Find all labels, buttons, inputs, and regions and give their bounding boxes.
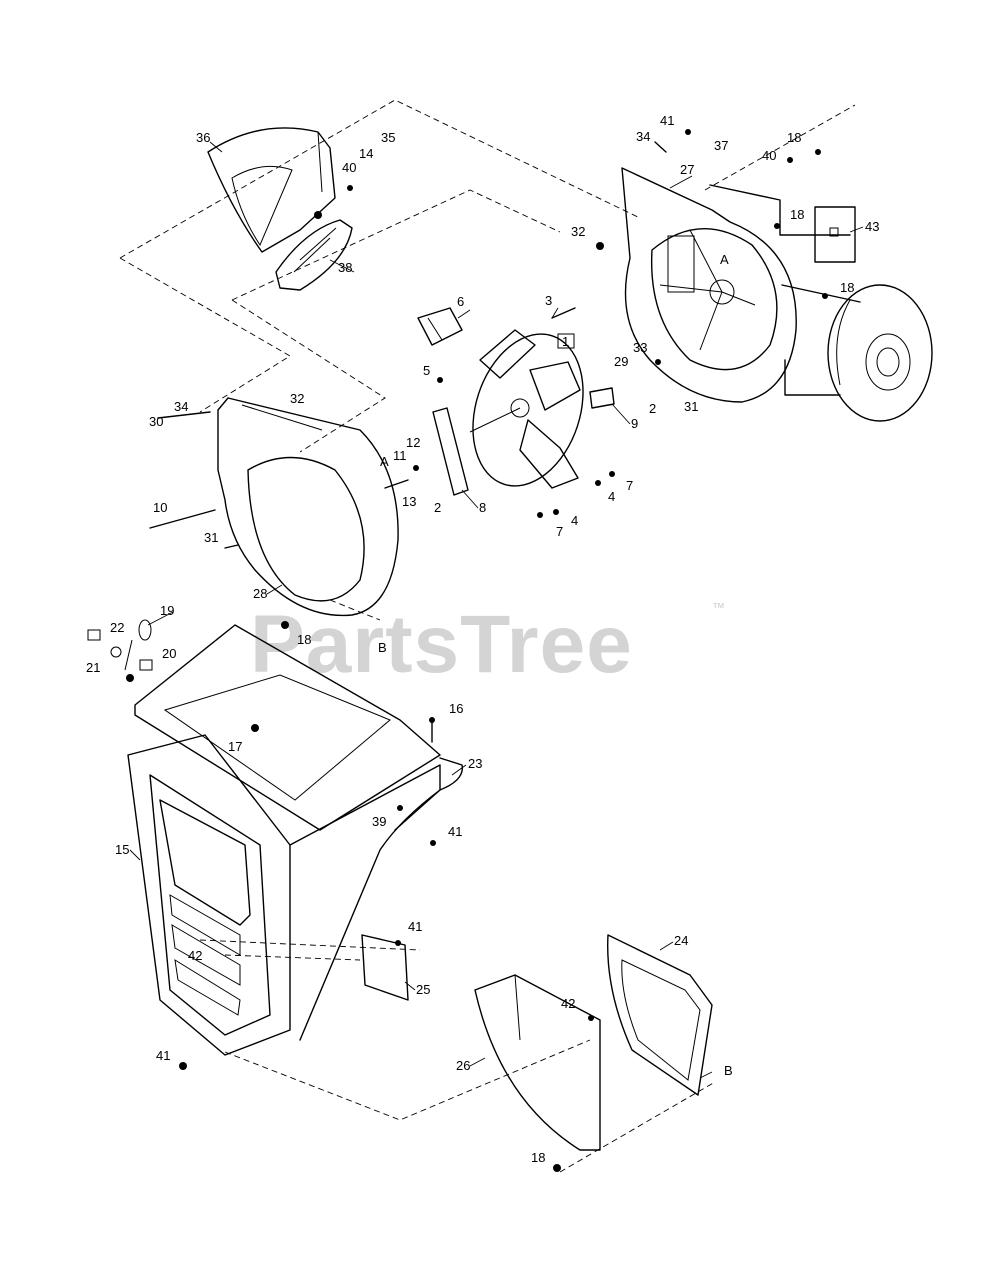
callout-label: 31 [684, 399, 698, 414]
callout-label: 41 [448, 824, 462, 839]
callout-label: 4 [608, 489, 615, 504]
callout-label: 23 [468, 756, 482, 771]
plate-25-part [361, 934, 409, 1001]
engine-block-part [709, 184, 861, 396]
hopper-part [127, 734, 441, 1056]
callout-label: 15 [115, 842, 129, 857]
watermark: PartsTree ™ [250, 599, 725, 690]
callout-label: 5 [423, 363, 430, 378]
callout-label: 18 [531, 1150, 545, 1165]
callout-label: 4 [571, 513, 578, 528]
callout-label: 27 [680, 162, 694, 177]
callout-label: 29 [614, 354, 628, 369]
panel-26-part [474, 974, 601, 1151]
callout-label: 36 [196, 130, 210, 145]
callout-label: 17 [228, 739, 242, 754]
callout-label: 30 [149, 414, 163, 429]
callout-label: 11 [393, 448, 407, 463]
callout-label: 7 [556, 524, 563, 539]
callout-label: 14 [359, 146, 373, 161]
callout-label: 34 [174, 399, 188, 414]
wheel-part [827, 284, 933, 422]
callout-label: 24 [674, 933, 688, 948]
callout-label: 22 [110, 620, 124, 635]
callout-label: 25 [416, 982, 430, 997]
callout-label: 41 [156, 1048, 170, 1063]
callout-label: 39 [372, 814, 386, 829]
right-housing-part [621, 167, 797, 403]
callout-label: 18 [787, 130, 801, 145]
callout-label: 9 [631, 416, 638, 431]
impeller-part [469, 329, 584, 489]
callout-label: 12 [406, 435, 420, 450]
small-hardware-group [87, 619, 153, 671]
callout-label: 3 [545, 293, 552, 308]
gasket-24-part [607, 934, 713, 1096]
callout-label: 18 [790, 207, 804, 222]
watermark-text: PartsTree [250, 599, 633, 690]
callout-box-label: 1 [562, 334, 569, 349]
callout-label: 31 [204, 530, 218, 545]
left-housing-part [217, 397, 399, 617]
ref-label: A [380, 454, 389, 469]
callout-label: 32 [571, 224, 585, 239]
callout-label: 37 [714, 138, 728, 153]
callout-label: 43 [865, 219, 879, 234]
bracket-6-part [417, 307, 463, 346]
callout-label: 40 [762, 148, 776, 163]
callout-labels: 36 40 14 35 38 41 34 37 40 18 27 18 43 3… [86, 113, 879, 1165]
callout-label: 7 [626, 478, 633, 493]
handle-23-part [394, 757, 464, 831]
callout-label: 34 [636, 129, 650, 144]
upper-chute-part [207, 127, 336, 253]
deflector-part [275, 219, 353, 291]
callout-label: 10 [153, 500, 167, 515]
hardware-markers [126, 129, 828, 1172]
callout-label: 41 [408, 919, 422, 934]
plate-9-part [589, 387, 615, 409]
callout-box-1: 1 [557, 333, 575, 349]
leader-lines [129, 141, 864, 1079]
callout-label: 6 [457, 294, 464, 309]
watermark-trademark: ™ [712, 600, 725, 615]
callout-label: 18 [840, 280, 854, 295]
callout-label: 21 [86, 660, 100, 675]
callout-label: 35 [381, 130, 395, 145]
callout-label: 2 [434, 500, 441, 515]
ref-label: A [720, 252, 729, 267]
callout-label: 18 [297, 632, 311, 647]
ref-label: B [378, 640, 387, 655]
callout-label: 42 [188, 948, 202, 963]
callout-label: 40 [342, 160, 356, 175]
assembly-lines [119, 99, 856, 1173]
callout-label: 16 [449, 701, 463, 716]
bolts [149, 141, 667, 743]
callout-label: 42 [561, 996, 575, 1011]
callout-label: 2 [649, 401, 656, 416]
callout-label: 26 [456, 1058, 470, 1073]
callout-label: 41 [660, 113, 674, 128]
reference-letters: A A B B [378, 252, 733, 1078]
callout-label: 13 [402, 494, 416, 509]
callout-label: 20 [162, 646, 176, 661]
blade-8-part [432, 407, 469, 496]
callout-label: 19 [160, 603, 174, 618]
callout-label: 28 [253, 586, 267, 601]
ref-label: B [724, 1063, 733, 1078]
chute-frame-part [134, 624, 441, 831]
callout-label: 33 [633, 340, 647, 355]
callout-label: 8 [479, 500, 486, 515]
callout-label: 32 [290, 391, 304, 406]
